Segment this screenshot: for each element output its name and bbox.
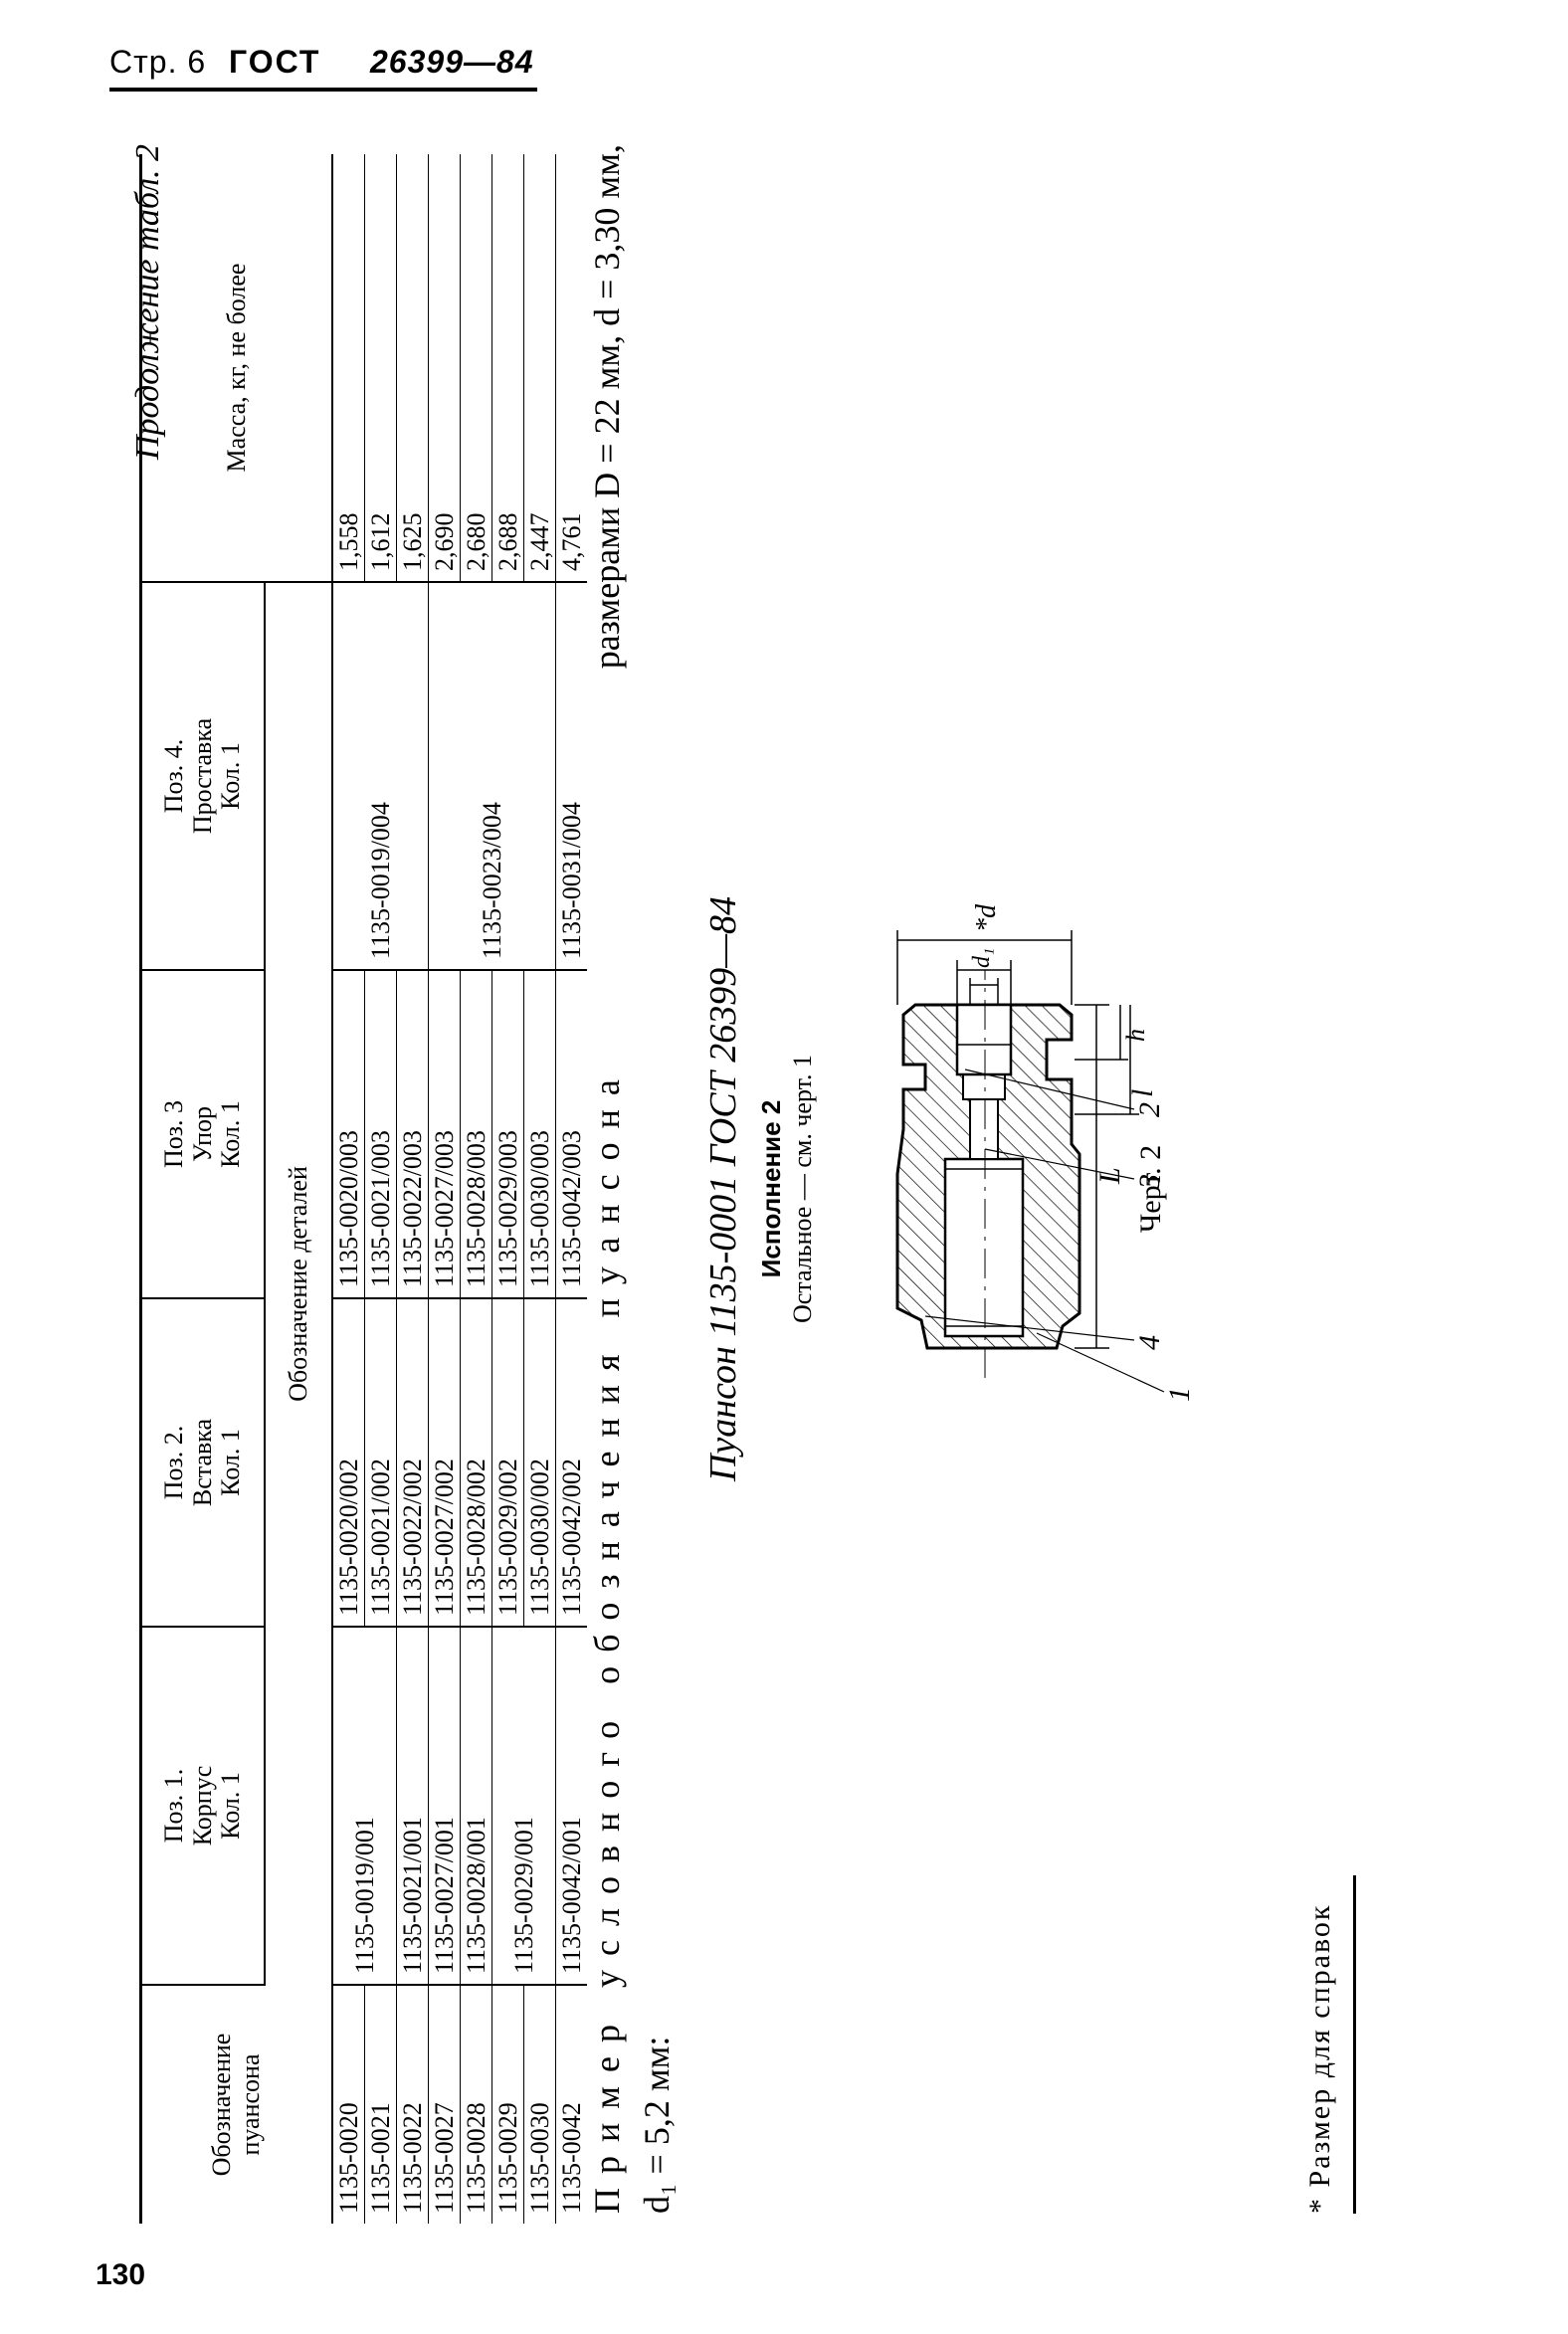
cell-pos1: 1135-0027/001 xyxy=(428,1627,461,1985)
col-header-mass: Масса, кг, не более xyxy=(140,154,332,582)
footnote: * Размер для справок xyxy=(1303,1903,1336,2214)
cell-pos1: 1135-0028/001 xyxy=(460,1627,492,1985)
cell-mass: 2,447 xyxy=(523,154,556,582)
dim-d1: d₁ xyxy=(969,948,995,968)
cell-pos1: 1135-0021/001 xyxy=(396,1627,429,1985)
table-row: 1135-0020 1135-0019/001 1135-0020/002 11… xyxy=(332,154,429,2224)
cell-punch: 1135-0020 xyxy=(332,1985,365,2224)
cell-mass: 2,680 xyxy=(460,154,492,582)
cell-punch: 1135-0030 xyxy=(523,1985,556,2224)
page-header: Стр. 6 ГОСТ 26399—84 xyxy=(109,36,537,96)
cell-pos3: 1135-0028/003 xyxy=(460,970,492,1298)
cell-pos1: 1135-0029/001 xyxy=(491,1627,556,1985)
cell-pos3: 1135-0021/003 xyxy=(364,970,397,1298)
col-header-details: Обозначение деталей xyxy=(264,582,332,1985)
cell-pos3: 1135-0027/003 xyxy=(428,970,461,1298)
cell-mass: 1,612 xyxy=(364,154,397,582)
dimension-lines xyxy=(896,930,1139,1349)
cell-punch: 1135-0029 xyxy=(491,1985,524,2224)
cell-punch: 1135-0022 xyxy=(396,1985,429,2224)
cell-pos4: 1135-0019/004 xyxy=(332,582,429,970)
cell-pos2: 1135-0030/002 xyxy=(523,1298,556,1627)
cell-pos3: 1135-0020/003 xyxy=(332,970,365,1298)
cell-punch: 1135-0027 xyxy=(428,1985,461,2224)
header-gost: ГОСТ xyxy=(229,44,321,80)
cell-pos2: 1135-0027/002 xyxy=(428,1298,461,1627)
table-row: 1135-0028 1135-0028/001 1135-0028/002 11… xyxy=(460,154,492,2224)
header-rule xyxy=(109,88,537,92)
table-row: 1135-0027 1135-0027/001 1135-0027/002 11… xyxy=(428,154,556,2224)
example-line2: d₁ = 5,2 мм: xyxy=(637,2036,677,2214)
callout-2: 2 xyxy=(1133,1102,1166,1117)
punch-drawing: 1 4 3 2 L l h *d d₁ xyxy=(895,903,1196,1402)
cell-pos2: 1135-0022/002 xyxy=(396,1298,429,1627)
cell-punch: 1135-0028 xyxy=(460,1985,492,2224)
cell-pos2: 1135-0029/002 xyxy=(491,1298,524,1627)
punch-section xyxy=(895,970,1081,1378)
page-number: 130 xyxy=(96,2258,146,2291)
variant-heading: Исполнение 2 xyxy=(756,1099,786,1278)
table-row: 1135-0029 1135-0029/001 1135-0029/002 11… xyxy=(491,154,556,2224)
cell-pos2: 1135-0020/002 xyxy=(332,1298,365,1627)
callout-1: 1 xyxy=(1163,1387,1196,1402)
table-row: 1135-0022 1135-0021/001 1135-0022/002 11… xyxy=(396,154,429,2224)
cell-pos1: 1135-0019/001 xyxy=(332,1627,397,1985)
cell-mass: 1,558 xyxy=(332,154,365,582)
cell-pos2: 1135-0028/002 xyxy=(460,1298,492,1627)
col-header-punch: Обозначение пуансона xyxy=(140,1985,332,2224)
cell-pos2: 1135-0021/002 xyxy=(364,1298,397,1627)
callout-3: 3 xyxy=(1133,1174,1166,1190)
cell-mass: 2,690 xyxy=(428,154,461,582)
cell-mass: 2,688 xyxy=(491,154,524,582)
designation-title: Пуансон 1135-0001 ГОСТ 26399—84 xyxy=(702,895,744,1482)
callout-leaders xyxy=(924,1069,1165,1393)
cell-mass: 1,625 xyxy=(396,154,429,582)
rotated-content: Продолжение табл. 2 Обозначение пуансона… xyxy=(119,134,1532,2224)
dim-h: h xyxy=(1121,1029,1150,1042)
figure-caption: Черт. 2 xyxy=(1134,1144,1167,1234)
dim-L: L xyxy=(1093,1167,1126,1185)
designation-example: Пример условного обозначения пуансона ра… xyxy=(582,144,682,2214)
cell-punch: 1135-0021 xyxy=(364,1985,397,2224)
cell-pos3: 1135-0029/003 xyxy=(491,970,524,1298)
cell-pos3: 1135-0022/003 xyxy=(396,970,429,1298)
footnote-rule xyxy=(1353,1875,1356,2214)
variant-note: Остальное — см. черт. 1 xyxy=(788,1054,817,1324)
cell-pos3: 1135-0030/003 xyxy=(523,970,556,1298)
header-page: Стр. 6 xyxy=(109,44,207,80)
callout-4: 4 xyxy=(1133,1335,1166,1350)
dim-l: l xyxy=(1126,1089,1159,1097)
dim-d: *d xyxy=(971,903,1002,932)
example-dims: размерами D = 22 мм, d = 3,30 мм, xyxy=(587,144,627,670)
header-standard-number: 26399—84 xyxy=(370,44,534,80)
example-lead: Пример условного обозначения пуансона xyxy=(587,1066,627,2214)
cell-pos4: 1135-0023/004 xyxy=(428,582,556,970)
